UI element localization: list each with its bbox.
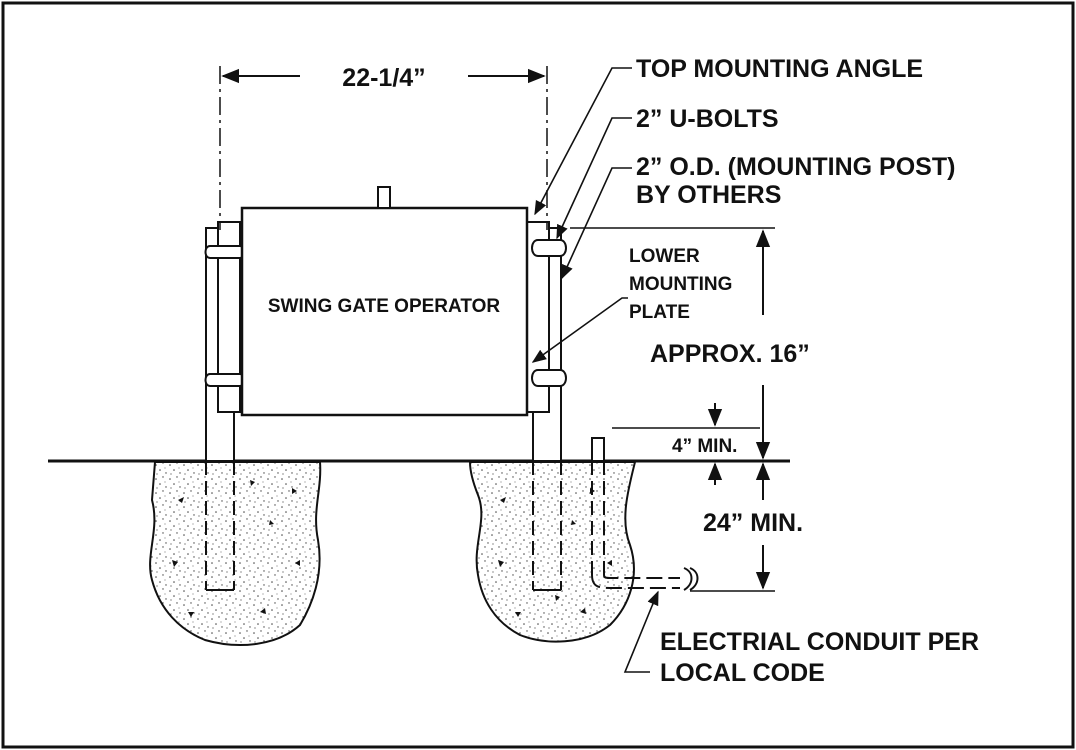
mounting-post-label-line1: 2” O.D. (MOUNTING POST)	[636, 153, 955, 181]
lower-plate-label-line2: MOUNTING	[629, 274, 732, 295]
conduit-label-line1: ELECTRIAL CONDUIT PER	[660, 628, 979, 656]
operator-top-knob	[377, 186, 391, 209]
left-upper-u-bolt	[204, 245, 246, 259]
leader-lines	[531, 67, 659, 673]
four-min-label: 4” MIN.	[672, 436, 737, 457]
lower-plate-label-line1: LOWER	[629, 246, 700, 267]
u-bolts-label: 2” U-BOLTS	[636, 105, 779, 133]
left-concrete-footing	[149, 461, 322, 646]
mounting-post-label-line2: BY OTHERS	[636, 181, 781, 209]
top-mounting-angle-label: TOP MOUNTING ANGLE	[636, 55, 923, 83]
right-concrete-footing	[468, 461, 637, 643]
left-mounting-angle	[217, 221, 241, 413]
twentyfour-min-label: 24” MIN.	[703, 509, 803, 537]
left-lower-u-bolt	[204, 373, 246, 387]
electrical-conduit	[591, 437, 699, 591]
lower-plate-label-line3: PLATE	[629, 302, 690, 323]
right-upper-u-bolt	[531, 239, 567, 257]
width-dimension-label: 22-1/4”	[342, 64, 425, 92]
swing-gate-operator-box	[240, 206, 529, 417]
conduit-label-line2: LOCAL CODE	[660, 659, 825, 687]
approx-height-label: APPROX. 16”	[650, 340, 810, 368]
operator-label: SWING GATE OPERATOR	[268, 296, 501, 317]
right-lower-u-bolt	[531, 369, 567, 387]
